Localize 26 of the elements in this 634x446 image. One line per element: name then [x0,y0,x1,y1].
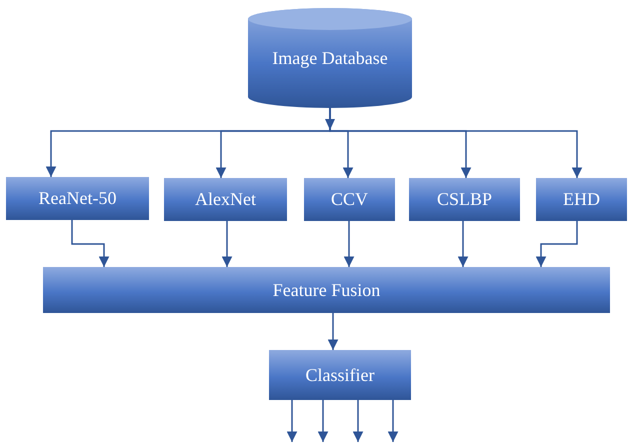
node-label: CSLBP [436,189,492,210]
arrow [71,220,110,267]
node-label: Feature Fusion [272,280,380,300]
arrow [329,108,582,178]
arrow [352,400,364,442]
arrow [222,221,232,267]
process-box [536,178,627,221]
process-box [6,177,149,220]
arrow [318,400,328,442]
node-label: AlexNet [195,189,256,210]
process-box [409,178,520,221]
arrow [388,400,398,442]
node-label: ReaNet-50 [38,188,116,209]
node-label: CCV [330,189,368,210]
arrow [344,221,354,267]
node-label: Image Database [272,48,388,68]
process-box [164,178,287,221]
node-label: EHD [563,189,600,210]
arrow [458,221,468,267]
arrow [536,221,578,267]
node-label: Classifier [306,364,374,386]
arrow [286,400,298,442]
process-box [269,350,411,400]
process-box [43,267,610,313]
arrow [328,313,338,350]
process-box [304,178,395,221]
